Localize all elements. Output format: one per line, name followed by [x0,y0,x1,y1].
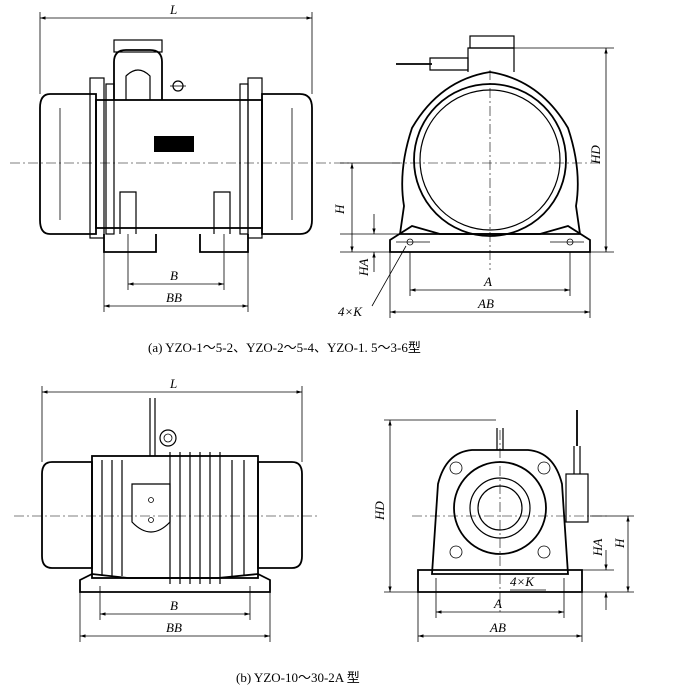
fig-a-dim-K: 4×K [338,304,363,319]
fig-b-dim-HA: HA [590,539,605,557]
fig-a-side-dim-B: B [170,268,178,283]
fig-a-end-view [371,35,614,318]
fig-a-side-dim-L: L [169,2,177,17]
fig-b-side-dim-B: B [170,598,178,613]
fig-b-dim-HD: HD [372,501,387,521]
fig-a-dim-H-text: H [332,204,347,215]
fig-b-end-view [384,410,634,642]
fig-b-dim-H: H [612,538,627,549]
fig-a-height-dims [340,162,410,272]
fig-a-dim-AB: AB [477,296,494,311]
fig-b-side-dim-L: L [169,376,177,391]
fig-b-dim-A: A [493,596,502,611]
fig-b-caption: (b) YZO-10～30-2A 型 [236,670,360,685]
fig-a-side-dim-BB: BB [166,290,182,305]
fig-b-dim-AB: AB [489,620,506,635]
fig-b-side-dim-BB: BB [166,620,182,635]
fig-a-dim-A: A [483,274,492,289]
fig-a-dim-HA: HA [356,259,371,277]
fig-a-caption: (a) YZO-1～5-2、YZO-2～5-4、YZO-1. 5～3-6型 [148,340,421,355]
fig-a-side-view [10,12,350,312]
fig-b-side-view [14,386,320,642]
fig-a-dim-HD: HD [588,145,603,165]
fig-b-dim-K: 4×K [510,574,535,589]
